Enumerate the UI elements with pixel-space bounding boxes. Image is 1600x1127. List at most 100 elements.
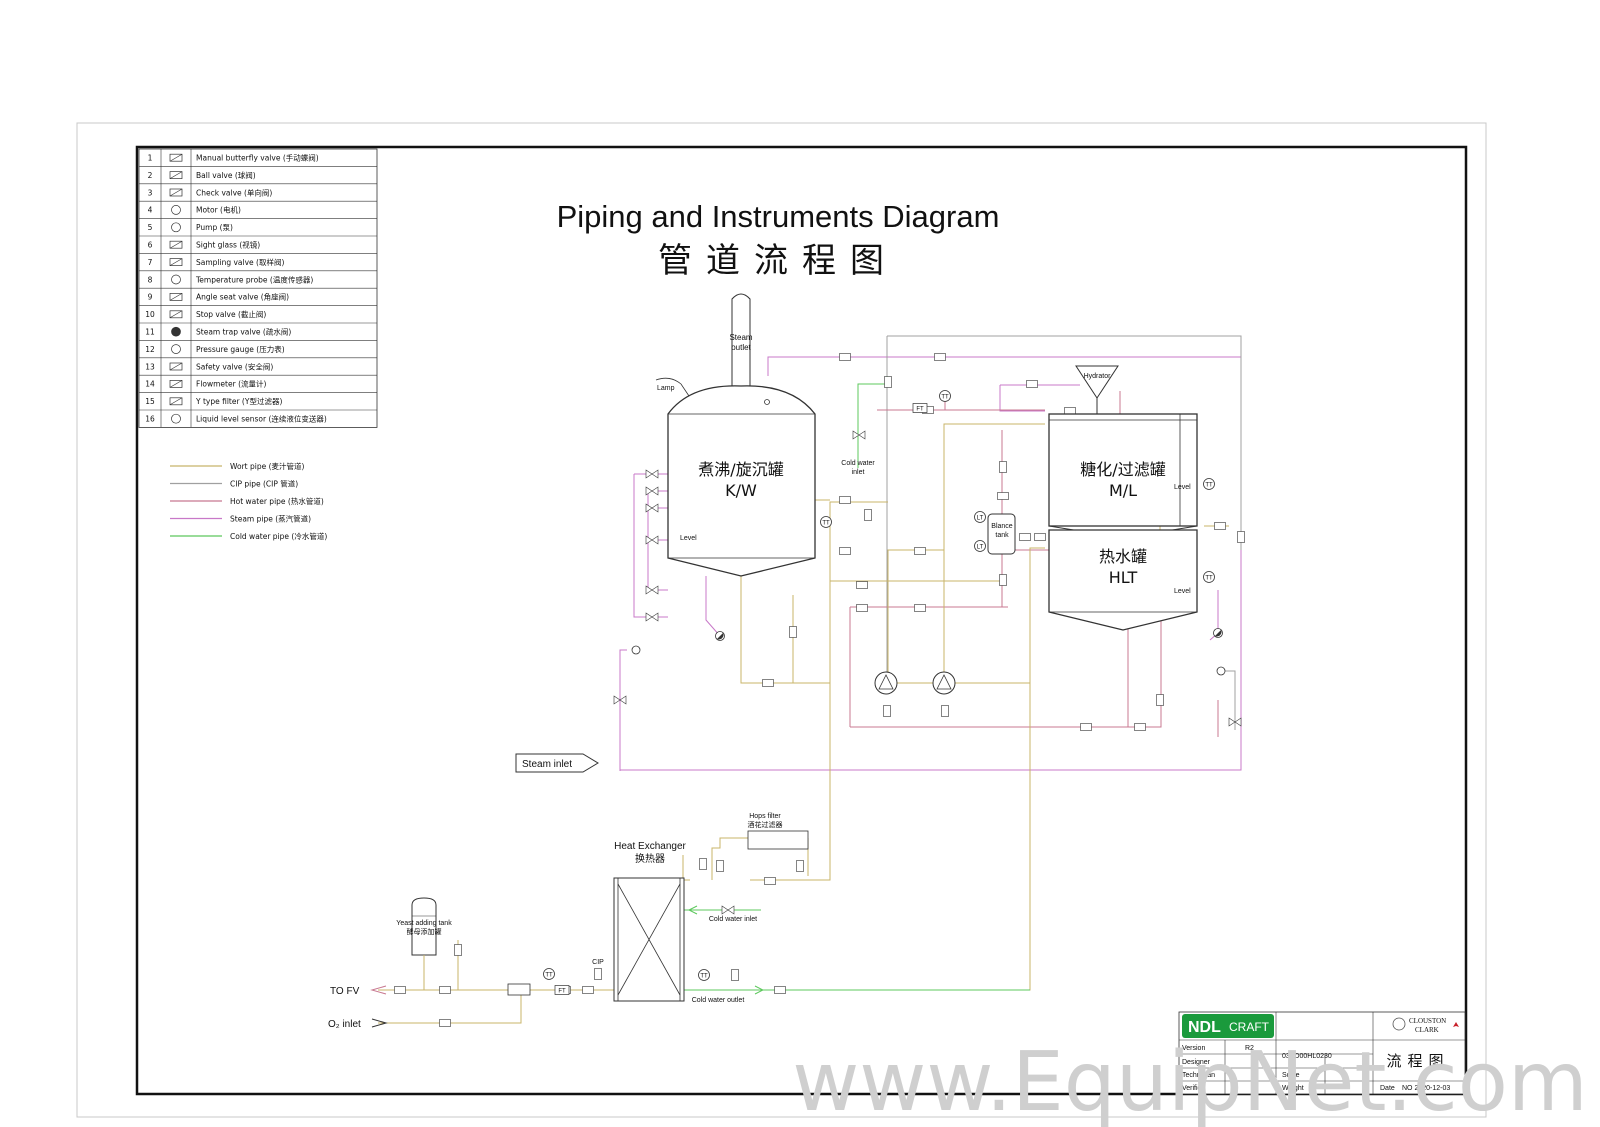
date-label: Date xyxy=(1380,1085,1395,1092)
yeast-tank-label-cn: 酵母添加罐 xyxy=(407,927,442,936)
o2-inlet-label: O₂ inlet xyxy=(328,1019,361,1030)
level-sensor-icon xyxy=(171,413,181,424)
heat-exchanger: Heat Exchanger 换热器 xyxy=(613,841,687,1002)
inline-valve-icon xyxy=(941,705,949,717)
inline-valve-icon xyxy=(394,986,406,994)
inline-valve-icon xyxy=(884,376,892,388)
version-label: Version xyxy=(1182,1045,1205,1052)
legend-row-label: Pump (泵) xyxy=(196,223,233,232)
inline-valve-icon xyxy=(699,858,707,870)
inline-valve-icon xyxy=(856,581,868,589)
inline-valve-icon xyxy=(839,547,851,555)
drawing-name-cn: 流程图 xyxy=(1386,1052,1449,1070)
inline-valve-icon xyxy=(914,604,926,612)
hlt-name-cn: 热水罐 xyxy=(1099,547,1147,566)
hops-filter: Hops filter 酒花过滤器 xyxy=(748,813,809,850)
legend-row-number: 7 xyxy=(148,258,153,267)
maple-leaf-icon xyxy=(1453,1022,1459,1027)
instrument-icon xyxy=(1203,478,1215,490)
legend-row-label: Y type filter (Y型过滤器) xyxy=(195,396,282,406)
hydrator-label: Hydrator xyxy=(1084,373,1112,380)
instrument-icon xyxy=(939,390,951,402)
sampling-valve-icon xyxy=(169,258,183,266)
inline-valve-icon xyxy=(914,547,926,555)
kettle-name-cn: 煮沸/旋沉罐 xyxy=(698,460,783,479)
legend-row-number: 16 xyxy=(145,415,155,424)
steam-outlet-label-2: outlet xyxy=(731,343,751,352)
cold-water-inlet-arrow xyxy=(687,905,698,915)
legend-row-number: 14 xyxy=(145,380,155,389)
inline-valve-icon xyxy=(582,986,594,994)
flowmeter-tag: FT xyxy=(558,989,566,995)
check-valve-icon xyxy=(169,188,183,197)
legend-row-number: 13 xyxy=(145,362,155,371)
instrument-tag: TT xyxy=(1205,483,1213,489)
ball-valve-icon xyxy=(645,503,659,513)
steam-trap-icons xyxy=(631,628,1226,676)
motor-icon xyxy=(171,205,181,215)
verifier-label: Verifier xyxy=(1182,1085,1204,1092)
drawing-number: 03PD00HL0230 xyxy=(1282,1053,1332,1060)
cold-water-inlet-top-label-2: inlet xyxy=(852,469,865,476)
inline-valve-icon xyxy=(439,1019,451,1027)
inline-valves xyxy=(394,353,1245,1027)
pipe-legend-label: Cold water pipe (冷水管道) xyxy=(230,531,327,541)
inline-valve-icon xyxy=(934,353,946,361)
hlt-name-en: HLT xyxy=(1109,568,1138,587)
legend-row-label: Ball valve (球阀) xyxy=(196,170,256,180)
inline-valve-icon xyxy=(1134,723,1146,731)
legend-row-number: 12 xyxy=(145,345,155,354)
title-block: NDL CRAFT CLOUSTON CLARK Version R2 03PD… xyxy=(1178,1011,1466,1095)
blance-tank-label-2: tank xyxy=(995,532,1009,539)
instrument-tag: TT xyxy=(822,521,830,527)
flowmeter-icon xyxy=(554,985,570,995)
inline-valve-icon xyxy=(764,877,776,885)
yeast-adding-tank: Yeast adding tank 酵母添加罐 xyxy=(396,897,452,990)
legend-row-label: Motor (电机) xyxy=(196,205,241,215)
designer-label: Designer xyxy=(1182,1059,1211,1066)
partner-logo-mark xyxy=(1392,1017,1406,1031)
inline-valve-icon xyxy=(883,705,891,717)
instrument-tag: TT xyxy=(1205,576,1213,582)
flowmeter-icon xyxy=(169,380,183,388)
legend-row-label: Liquid level sensor (连续液位变送器) xyxy=(196,414,327,424)
brand-logo xyxy=(1182,1014,1274,1038)
partner-name: CLOUSTON xyxy=(1409,1017,1446,1025)
legend-row-number: 8 xyxy=(148,275,153,284)
kettle-name-en: K/W xyxy=(725,481,757,500)
instrument-tag: LT xyxy=(977,516,984,522)
wort-pump-2 xyxy=(932,671,956,695)
steam-outlet-label: Steam xyxy=(729,333,752,342)
legend-row-label: Sight glass (视镜) xyxy=(196,240,260,250)
technician-label: Technician xyxy=(1182,1072,1215,1079)
instrument-icon xyxy=(820,516,832,528)
ball-valve-icon xyxy=(1228,717,1242,727)
legend-row-number: 11 xyxy=(145,328,155,337)
brand-logo-name: NDL xyxy=(1188,1019,1221,1036)
legend-row-number: 4 xyxy=(148,206,153,215)
instrument-icon xyxy=(543,968,555,980)
to-fv: TO FV xyxy=(330,985,387,997)
pipe-legend-label: CIP pipe (CIP 管道) xyxy=(230,479,298,489)
legend-row-label: Angle seat valve (角座阀) xyxy=(196,292,289,302)
hlt-vessel: 热水罐 HLT Level xyxy=(1048,529,1198,631)
sight-glass-icon xyxy=(169,240,183,249)
mash-name-cn: 糖化/过滤罐 xyxy=(1080,460,1165,479)
mash-lauter-vessel: 糖化/过滤罐 M/L Level xyxy=(1048,413,1198,539)
legend-row-label: Check valve (单向阀) xyxy=(196,187,272,197)
instrument-tag: TT xyxy=(941,395,949,401)
legend-row-number: 15 xyxy=(145,397,155,406)
legend-row-number: 3 xyxy=(148,188,153,197)
inline-valve-icon xyxy=(1214,522,1226,530)
kettle-level-label: Level xyxy=(680,535,697,542)
legend-row-label: Steam trap valve (疏水阀) xyxy=(196,327,291,337)
drawing-frame xyxy=(135,145,1468,1096)
instrument-tag: TT xyxy=(545,973,553,979)
inline-valve-icon xyxy=(864,509,872,521)
instrument-icon xyxy=(1203,571,1215,583)
legend-row-number: 1 xyxy=(148,154,153,163)
inline-valve-icon xyxy=(439,986,451,994)
y-filter-icon xyxy=(169,397,183,406)
